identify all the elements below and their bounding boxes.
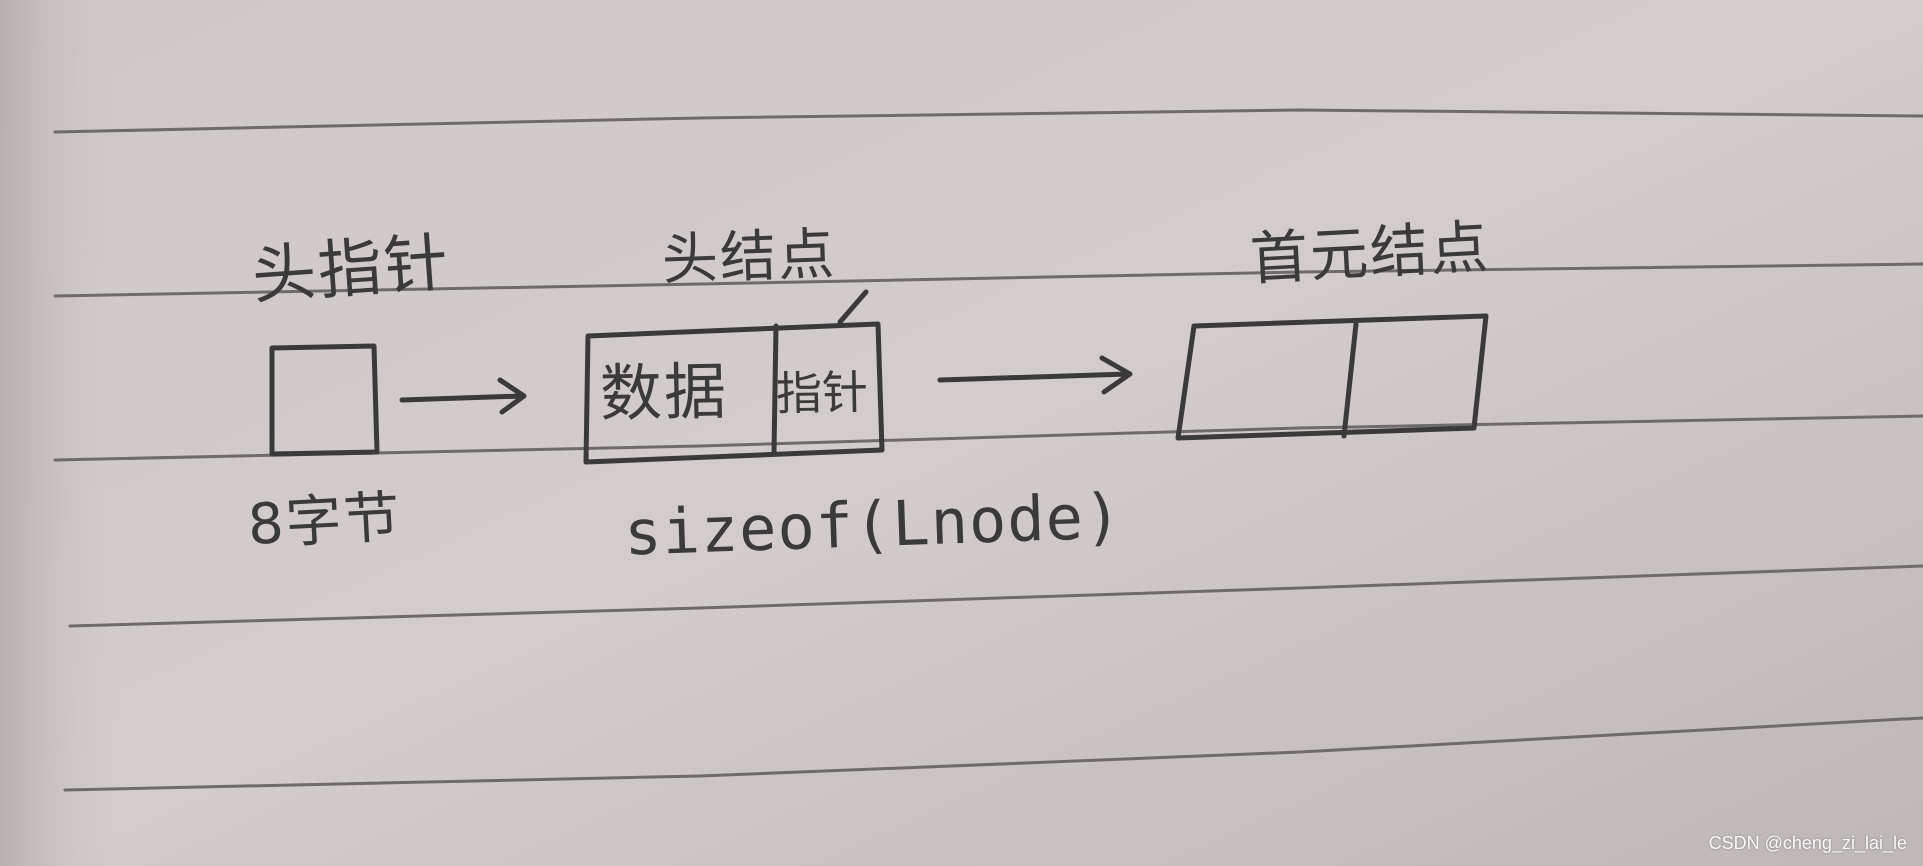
arrow-1-head	[497, 377, 527, 415]
ruled-line-4	[68, 564, 1923, 628]
watermark: CSDN @cheng_zi_lai_le	[1708, 833, 1907, 853]
head-node-label-tail	[837, 289, 869, 325]
head-pointer-box	[269, 343, 380, 457]
pointer-field-label: 指针	[775, 365, 869, 421]
head-pointer-label: 头指针	[249, 226, 453, 314]
arrow-2-head	[1099, 355, 1133, 395]
first-node-label: 首元结点	[1248, 212, 1492, 294]
hand-drawn-shapes	[269, 289, 1489, 465]
first-node-box	[1175, 313, 1489, 441]
arrow-2-shaft	[937, 371, 1131, 383]
head-node-box	[583, 321, 885, 465]
head-node-label: 头结点	[660, 221, 838, 294]
size-label: 8字节	[246, 485, 404, 558]
head-node-divider	[771, 323, 779, 455]
ruled-line-1	[53, 108, 1923, 134]
ruled-line-5	[63, 716, 1923, 792]
arrow-1-shaft	[399, 393, 525, 403]
first-node-divider	[1341, 321, 1359, 439]
data-field-label: 数据	[599, 354, 729, 431]
ruled-line-2	[53, 262, 1923, 298]
sizeof-label: sizeof(Lnode)	[622, 479, 1124, 570]
